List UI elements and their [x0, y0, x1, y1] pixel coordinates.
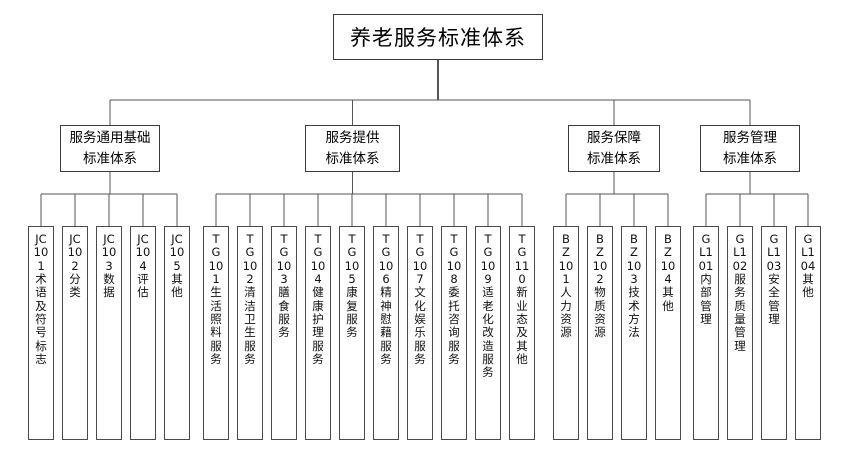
- root-node: 养老服务标准体系: [333, 14, 543, 60]
- leaf-node-label: JC101术语及符号标志: [33, 232, 49, 366]
- leaf-node-tg107: TG107文化娱乐服务: [407, 226, 433, 440]
- leaf-node-gl101: GL101内部管理: [693, 226, 719, 440]
- leaf-node-label: TG101生活照料服务: [208, 232, 224, 366]
- branch-node-label: 服务保障 标准体系: [587, 129, 641, 167]
- leaf-node-bz104: BZ104其他: [655, 226, 681, 440]
- leaf-node-gl103: GL103安全管理: [761, 226, 787, 440]
- leaf-node-label: TG110新业态及其他: [514, 232, 530, 366]
- leaf-node-label: BZ104其他: [660, 232, 676, 313]
- branch-node-label: 服务提供 标准体系: [325, 129, 380, 167]
- leaf-node-label: TG104健康护理服务: [310, 232, 326, 366]
- leaf-node-tg109: TG109适老化改造服务: [475, 226, 501, 440]
- branch-node-tg: 服务提供 标准体系: [305, 125, 400, 172]
- leaf-node-jc103: JC103数据: [96, 226, 122, 440]
- leaf-node-bz102: BZ102物质资源: [587, 226, 613, 440]
- leaf-node-label: BZ103技术方法: [626, 232, 642, 340]
- leaf-node-bz101: BZ101人力资源: [553, 226, 579, 440]
- leaf-node-bz103: BZ103技术方法: [621, 226, 647, 440]
- leaf-node-jc105: JC105其他: [164, 226, 190, 440]
- leaf-node-jc101: JC101术语及符号标志: [28, 226, 54, 440]
- leaf-node-label: JC102分类: [67, 232, 83, 300]
- leaf-node-tg106: TG106精神慰藉服务: [373, 226, 399, 440]
- leaf-node-label: TG105康复服务: [344, 232, 360, 340]
- leaf-node-label: TG107文化娱乐服务: [412, 232, 428, 366]
- leaf-node-gl102: GL102服务质量管理: [727, 226, 753, 440]
- leaf-node-tg105: TG105康复服务: [339, 226, 365, 440]
- leaf-node-label: BZ102物质资源: [592, 232, 608, 340]
- leaf-node-label: GL104其他: [800, 232, 816, 300]
- leaf-node-tg102: TG102清洁卫生服务: [237, 226, 263, 440]
- branch-node-label: 服务管理 标准体系: [723, 129, 777, 167]
- branch-node-gl: 服务管理 标准体系: [700, 125, 800, 172]
- leaf-node-label: GL103安全管理: [766, 232, 782, 326]
- leaf-node-label: JC105其他: [169, 232, 185, 300]
- leaf-node-tg103: TG103膳食服务: [271, 226, 297, 440]
- leaf-node-label: TG108委托咨询服务: [446, 232, 462, 366]
- leaf-node-label: JC103数据: [101, 232, 117, 300]
- leaf-node-jc104: JC104评估: [130, 226, 156, 440]
- leaf-node-label: TG109适老化改造服务: [480, 232, 496, 380]
- branch-node-bz: 服务保障 标准体系: [568, 125, 660, 172]
- leaf-node-label: GL102服务质量管理: [732, 232, 748, 353]
- leaf-node-label: JC104评估: [135, 232, 151, 300]
- leaf-node-tg108: TG108委托咨询服务: [441, 226, 467, 440]
- branch-node-jc: 服务通用基础 标准体系: [60, 125, 160, 172]
- leaf-node-jc102: JC102分类: [62, 226, 88, 440]
- leaf-node-label: TG106精神慰藉服务: [378, 232, 394, 366]
- branch-node-label: 服务通用基础 标准体系: [69, 129, 151, 167]
- leaf-node-gl104: GL104其他: [795, 226, 821, 440]
- leaf-node-label: GL101内部管理: [698, 232, 714, 326]
- leaf-node-tg101: TG101生活照料服务: [203, 226, 229, 440]
- leaf-node-tg110: TG110新业态及其他: [509, 226, 535, 440]
- leaf-node-label: BZ101人力资源: [558, 232, 574, 340]
- leaf-node-label: TG102清洁卫生服务: [242, 232, 258, 366]
- leaf-node-label: TG103膳食服务: [276, 232, 292, 340]
- root-node-label: 养老服务标准体系: [350, 26, 526, 50]
- leaf-node-tg104: TG104健康护理服务: [305, 226, 331, 440]
